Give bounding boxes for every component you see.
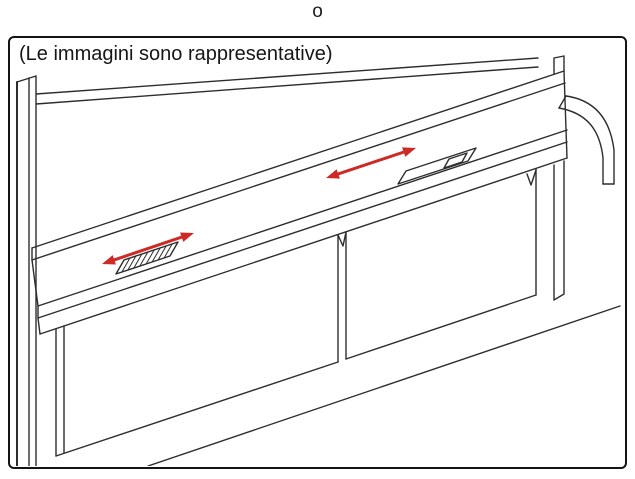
shelf-cover (31, 70, 568, 335)
cabinet-left-frame-lines (16, 75, 37, 466)
list-bullet: o (312, 1, 323, 22)
slide-arrow-left (102, 232, 194, 265)
figure-box: (Le immagini sono rappresentative) (8, 36, 627, 469)
slide-arrow-right (326, 147, 416, 179)
cabinet-ceiling-lines (35, 57, 539, 105)
fridge-shelf-illustration (16, 55, 621, 466)
humidity-slider-right (397, 147, 477, 185)
figure-caption: (Le immagini sono rappresentative) (19, 43, 333, 65)
drawer-fronts (55, 168, 537, 457)
floor-edge (147, 305, 621, 466)
humidity-slider-left (115, 241, 179, 275)
door-corner (558, 95, 615, 185)
cabinet-right-frame-lines (553, 55, 565, 301)
